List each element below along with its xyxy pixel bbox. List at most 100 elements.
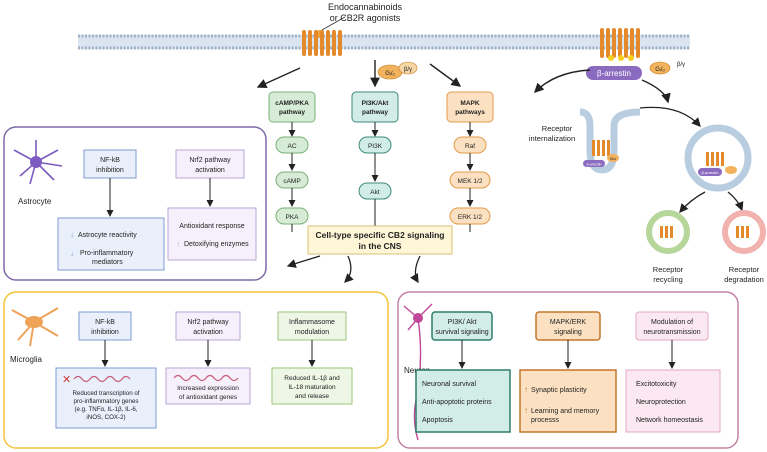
neuron-neuro-outcome-box bbox=[625, 369, 721, 433]
dna-icon bbox=[73, 375, 131, 383]
neuron-neuro-title-2: neurotransmission bbox=[643, 329, 700, 336]
neuron-neuro-out-0: Excitotoxicity bbox=[636, 381, 677, 388]
pi3k-step-pi3k-label: PI3K bbox=[368, 143, 383, 150]
pi3k-title-2: pathway bbox=[362, 109, 388, 116]
cb2-receptor-icon bbox=[302, 30, 342, 56]
down-arrow-icon: ↓ bbox=[70, 249, 74, 258]
micro-inflam-out-0: Reduced IL-1β and bbox=[284, 375, 340, 382]
g-bg-right-label: β/γ bbox=[677, 62, 685, 68]
astro-nfkb-title-2: inhibition bbox=[96, 167, 124, 174]
svg-text:Gi/o: Gi/o bbox=[610, 157, 616, 161]
center-line-1: Cell-type specific CB2 signaling bbox=[316, 230, 445, 240]
down-arrow-icon: ↓ bbox=[70, 230, 74, 239]
neuron-mapk-outcome-box bbox=[519, 369, 617, 433]
neuron-neuro-out-2: Network homeostasis bbox=[636, 417, 703, 424]
svg-text:β-arrestin: β-arrestin bbox=[587, 163, 602, 167]
camp-step-camp-label: cAMP bbox=[283, 178, 300, 185]
internalization-label-2: internalization bbox=[529, 134, 575, 143]
micro-inflam-title-2: modulation bbox=[295, 329, 329, 336]
arrow-to-astrocyte bbox=[286, 255, 321, 268]
g-alpha-label: Gᵢ/ₒ bbox=[385, 71, 395, 77]
x-mark-icon: ✕ bbox=[62, 374, 71, 386]
arrow-arrestin-down bbox=[641, 79, 671, 104]
astro-nfkb-box bbox=[83, 149, 137, 179]
micro-nfkb-out-0: Reduced transcription of bbox=[72, 390, 139, 397]
astrocyte-cell-icon bbox=[13, 140, 63, 185]
internalization-label-1: Receptor bbox=[542, 124, 573, 133]
astro-nfkb-out-1: Astrocyte reactivity bbox=[78, 232, 137, 239]
mapk-pathway-header bbox=[446, 91, 494, 123]
neuron-pi3k-out-1: Anti-apoptotic proteins bbox=[422, 399, 492, 406]
neuron-cell-icon bbox=[403, 303, 433, 441]
mapk-title-1: MAPK bbox=[460, 100, 479, 107]
micro-nrf2-title-2: activation bbox=[193, 329, 223, 336]
pi3k-title-1: PI3K/Akt bbox=[362, 100, 390, 107]
up-arrow-icon: ↑ bbox=[176, 240, 180, 249]
astro-nfkb-title-1: NF-kB bbox=[100, 157, 120, 164]
cell-membrane bbox=[78, 34, 690, 50]
neuron-pi3k-title-2: survival signaling bbox=[435, 329, 488, 336]
arrow-to-mapk bbox=[429, 63, 462, 87]
arrow-to-internalization bbox=[534, 69, 591, 93]
camp-pathway-header bbox=[268, 91, 316, 123]
camp-title-2: pathway bbox=[279, 109, 305, 116]
g-alpha-right-label: Gᵢ/ₒ bbox=[655, 67, 665, 73]
micro-nrf2-out-0: Increased expression bbox=[177, 385, 239, 392]
neuron-mapk-out-0: Synaptic plasticity bbox=[531, 387, 587, 394]
center-line-2: in the CNS bbox=[359, 241, 402, 251]
micro-nfkb-title-1: NF-kB bbox=[95, 319, 115, 326]
camp-title-1: cAMP/PKA bbox=[275, 100, 309, 107]
center-summary-box bbox=[307, 225, 453, 255]
neuron-neuro-out-1: Neuroprotection bbox=[636, 399, 686, 406]
up-arrow-icon: ↑ bbox=[524, 385, 528, 394]
micro-nfkb-out-1: pro-inflammatory genes bbox=[74, 398, 139, 405]
pi3k-step-akt-label: Akt bbox=[370, 189, 380, 196]
mapk-step-mek-label: MEK 1/2 bbox=[458, 178, 483, 185]
astro-nfkb-out-2a: Pro-inflammatory bbox=[80, 250, 134, 257]
beta-arrestin-label: β-arrestin bbox=[597, 69, 631, 78]
micro-nrf2-box bbox=[175, 311, 241, 341]
pi3k-pathway-header bbox=[351, 91, 399, 123]
mapk-title-2: pathways bbox=[455, 109, 485, 116]
neuron-mapk-out-2: processs bbox=[531, 417, 560, 424]
ligand-label-2: or CB2R agonists bbox=[330, 13, 401, 23]
microglia-name: Microglia bbox=[10, 355, 43, 364]
astro-nrf2-out-1: Antioxidant response bbox=[179, 223, 244, 230]
micro-nfkb-box bbox=[78, 311, 132, 341]
g-beta-gamma-label: β/γ bbox=[404, 67, 412, 73]
astro-nrf2-title-2: activation bbox=[195, 167, 225, 174]
micro-nfkb-out-3: iNOS, COX-2) bbox=[86, 414, 125, 421]
micro-inflam-title-1: Inflammasome bbox=[289, 319, 335, 326]
arrow-to-degradation bbox=[727, 191, 744, 212]
arrow-to-endosome bbox=[639, 106, 701, 127]
astro-nrf2-title-1: Nrf2 pathway bbox=[189, 157, 231, 164]
micro-inflam-box bbox=[277, 311, 347, 341]
arrow-to-neuron bbox=[410, 255, 421, 284]
micro-nrf2-outcome-box bbox=[165, 367, 251, 405]
dna-icon bbox=[173, 374, 239, 382]
cb2-receptor-arrestin-icon bbox=[600, 28, 640, 61]
neuron-neuro-title-1: Modulation of bbox=[651, 319, 693, 326]
camp-step-pka-label: PKA bbox=[285, 214, 299, 221]
astro-nfkb-out-2b: mediators bbox=[92, 259, 123, 266]
micro-nfkb-title-2: inhibition bbox=[91, 329, 119, 336]
astro-nrf2-box bbox=[175, 149, 245, 179]
recycling-label-2: recycling bbox=[653, 275, 683, 284]
micro-inflam-outcome-box bbox=[271, 367, 353, 405]
astro-nrf2-out-2: Detoxifying enzymes bbox=[184, 241, 249, 248]
camp-step-ac-label: AC bbox=[287, 143, 296, 150]
arrow-to-recycling bbox=[679, 191, 706, 213]
g-protein-right-icon bbox=[649, 61, 671, 75]
degradation-label-1: Receptor bbox=[729, 265, 760, 274]
mapk-step-erk-label: ERK 1/2 bbox=[458, 214, 483, 221]
beta-arrestin-pill bbox=[586, 66, 642, 80]
recycling-label-1: Receptor bbox=[653, 265, 684, 274]
mapk-step-raf-label: Raf bbox=[465, 143, 475, 150]
astro-nrf2-outcome-box bbox=[167, 207, 257, 261]
micro-inflam-out-1: IL-18 maturation bbox=[288, 384, 336, 391]
astrocyte-name: Astrocyte bbox=[18, 197, 52, 206]
micro-nfkb-outcome-box bbox=[55, 367, 157, 429]
ligand-pointer bbox=[321, 16, 346, 31]
degradation-label-2: degradation bbox=[724, 275, 764, 284]
